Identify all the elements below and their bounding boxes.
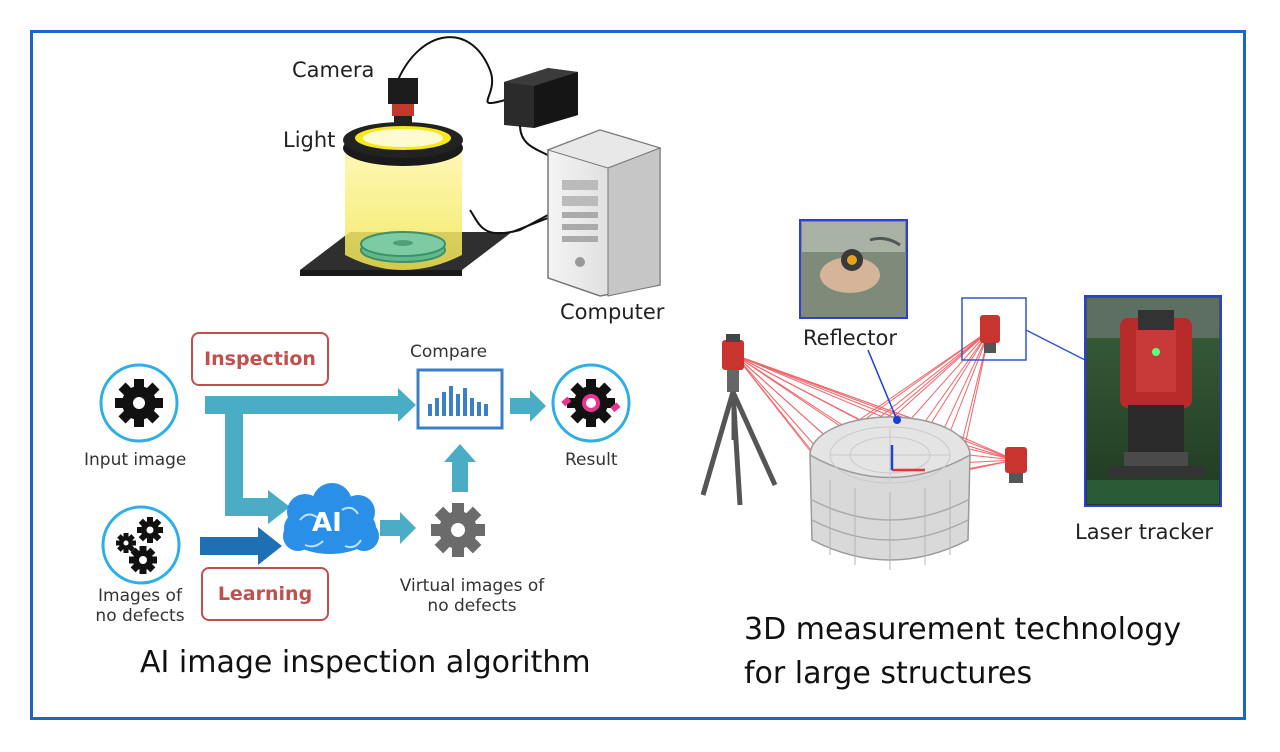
computer-icon	[546, 129, 662, 297]
result-label: Result	[565, 450, 618, 470]
measurement-caption: 3D measurement technology for large stru…	[744, 608, 1181, 696]
reflector-photo	[799, 219, 908, 319]
tripod-tracker-left	[700, 334, 778, 506]
camera-body	[388, 78, 418, 104]
measurement-caption-line1: 3D measurement technology	[744, 612, 1182, 647]
laser-tracker-label: Laser tracker	[1075, 520, 1213, 544]
camera-label: Camera	[292, 58, 375, 82]
virtual-gear-icon	[431, 503, 485, 557]
input-image-label: Input image	[84, 450, 187, 470]
right-tracker	[1005, 447, 1027, 483]
large-structure	[809, 349, 971, 570]
inspection-rig	[300, 36, 662, 297]
ai-label: AI	[312, 508, 342, 538]
inspection-pill: Inspection	[191, 332, 329, 386]
measurement-scene	[700, 219, 1222, 570]
ai-cloud-icon	[283, 483, 379, 554]
measurement-caption-line2: for large structures	[744, 656, 1033, 691]
algorithm-flow	[99, 363, 631, 585]
algorithm-caption: AI image inspection algorithm	[140, 645, 591, 680]
gears-icon	[116, 517, 163, 574]
reflector-label: Reflector	[803, 326, 897, 350]
compare-label: Compare	[410, 342, 488, 362]
inspection-label: Inspection	[204, 348, 316, 370]
upper-tracker	[980, 315, 1000, 353]
no-defects-label: Images of no defects	[80, 586, 200, 626]
camera-cable	[397, 36, 506, 105]
compare-chart-icon	[416, 368, 504, 430]
no-defects-circle	[101, 505, 181, 585]
virtual-line2: no defects	[427, 596, 517, 616]
light-label: Light	[283, 128, 336, 152]
virtual-images-label: Virtual images of no defects	[384, 576, 560, 616]
virtual-line1: Virtual images of	[399, 576, 545, 596]
inspection-arrow	[205, 396, 400, 414]
figure-frame	[30, 30, 1246, 720]
no-defects-line1: Images of	[98, 586, 182, 606]
learning-label: Learning	[217, 583, 313, 605]
no-defects-line2: no defects	[95, 606, 185, 626]
gear-icon	[115, 379, 163, 427]
computer-label: Computer	[560, 300, 665, 324]
tracker-zoom-box	[961, 297, 1027, 361]
laser-tracker-photo	[1084, 295, 1222, 507]
learning-pill: Learning	[201, 567, 329, 621]
learning-arrow	[200, 537, 260, 555]
